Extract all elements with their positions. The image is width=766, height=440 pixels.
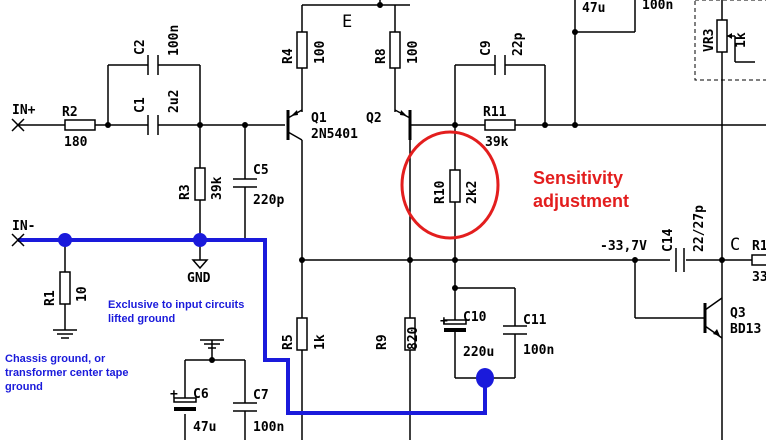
transistor-q3: Q3 BD13: [703, 297, 761, 339]
lifted-ground-note-line2: lifted ground: [108, 313, 175, 325]
resistor-r11: R11 39k: [483, 105, 516, 150]
svg-text:R10: R10: [433, 180, 448, 204]
voltage-label: -33,7V: [600, 239, 647, 254]
svg-text:100n: 100n: [523, 343, 554, 358]
chassis-note-line1: Chassis ground, or: [5, 353, 106, 365]
resistor-right-edge: R1 33: [751, 239, 766, 285]
c6-ground-symbol: [200, 339, 224, 349]
svg-text:Q1: Q1: [311, 111, 327, 126]
sensitivity-label-line2: adjustment: [533, 191, 629, 211]
resistor-r9: R9 820: [375, 317, 421, 351]
svg-text:R8: R8: [374, 48, 389, 64]
sensitivity-label-line1: Sensitivity: [533, 168, 623, 188]
svg-text:22/27p: 22/27p: [692, 205, 707, 252]
resistor-r5: R5 1k: [281, 317, 328, 351]
lifted-ground-trace: [18, 233, 494, 415]
capacitor-c5: C5 220p: [233, 163, 284, 208]
svg-text:39k: 39k: [485, 135, 509, 150]
ground-junction-c10: [476, 368, 494, 388]
svg-text:C9: C9: [479, 40, 494, 56]
svg-text:R1: R1: [43, 290, 58, 306]
capacitor-c7: C7 100n: [233, 388, 284, 435]
resistor-r1: R1 10: [43, 271, 90, 306]
transistor-q1: Q1 2N5401: [286, 109, 358, 142]
svg-text:10: 10: [75, 286, 90, 302]
resistor-r8: R8 100: [374, 31, 421, 69]
svg-text:33: 33: [752, 270, 766, 285]
svg-text:100: 100: [313, 40, 328, 64]
top-partial-parts: 47u 100n: [582, 0, 673, 16]
svg-text:100n: 100n: [253, 420, 284, 435]
svg-text:100n: 100n: [167, 25, 182, 56]
junction-dots: [105, 2, 725, 363]
svg-text:VR3: VR3: [702, 29, 717, 52]
svg-text:100n: 100n: [642, 0, 673, 13]
capacitor-c14: C14 22/27p: [661, 205, 707, 272]
capacitor-c2: C2 100n: [133, 25, 182, 75]
gnd-symbol: GND: [187, 259, 211, 286]
svg-text:Q3: Q3: [730, 306, 746, 321]
svg-text:C14: C14: [661, 228, 676, 252]
lifted-ground-note-line1: Exclusive to input circuits: [108, 299, 244, 311]
resistor-r2: R2 180: [62, 105, 96, 150]
in-minus-label: IN-: [12, 219, 35, 234]
capacitor-c6: + C6 47u: [170, 387, 216, 435]
chassis-note-line3: ground: [5, 381, 43, 393]
svg-text:+: +: [440, 314, 448, 329]
svg-text:2u2: 2u2: [167, 90, 182, 113]
svg-text:100: 100: [406, 40, 421, 64]
svg-text:GND: GND: [187, 271, 211, 286]
node-e-label: E: [342, 12, 352, 32]
chassis-note-line2: transformer center tape: [5, 367, 129, 379]
resistor-r3: R3 39k: [178, 167, 225, 201]
svg-text:R4: R4: [281, 48, 296, 64]
svg-text:220p: 220p: [253, 193, 284, 208]
svg-text:220u: 220u: [463, 345, 494, 360]
node-c-label: C: [730, 235, 740, 255]
svg-text:C2: C2: [133, 39, 148, 55]
resistor-r4: R4 100: [281, 31, 328, 69]
resistor-r10: R10 2k2: [433, 169, 480, 204]
svg-text:R3: R3: [178, 184, 193, 200]
svg-text:47u: 47u: [582, 1, 605, 16]
svg-text:C1: C1: [133, 97, 148, 113]
svg-text:C7: C7: [253, 388, 269, 403]
svg-text:820: 820: [406, 326, 421, 350]
in-plus-terminal: IN+: [11, 103, 36, 132]
svg-text:R11: R11: [483, 105, 507, 120]
in-plus-label: IN+: [12, 103, 36, 118]
svg-text:C11: C11: [523, 313, 547, 328]
svg-text:R5: R5: [281, 334, 296, 350]
svg-text:Q2: Q2: [366, 111, 382, 126]
svg-text:C6: C6: [193, 387, 209, 402]
svg-text:1k: 1k: [734, 32, 749, 48]
transistor-q2: Q2: [366, 109, 412, 140]
svg-text:22p: 22p: [511, 32, 526, 56]
capacitor-c9: C9 22p: [479, 32, 526, 75]
svg-text:+: +: [170, 387, 178, 402]
svg-text:R1: R1: [752, 239, 766, 254]
svg-text:180: 180: [64, 135, 88, 150]
ground-junction-r3: [193, 233, 207, 247]
sensitivity-highlight-circle: [400, 130, 500, 240]
svg-text:C5: C5: [253, 163, 269, 178]
in-minus-terminal: IN-: [11, 219, 35, 247]
capacitor-c11: C11 100n: [503, 313, 554, 358]
capacitor-c1: C1 2u2: [133, 90, 182, 135]
svg-text:R9: R9: [375, 334, 390, 350]
svg-text:BD13: BD13: [730, 322, 761, 337]
ground-junction-in-minus: [58, 233, 72, 247]
svg-text:2k2: 2k2: [465, 181, 480, 204]
svg-text:C10: C10: [463, 310, 487, 325]
trimmer-vr3: VR3 1k: [694, 0, 766, 81]
chassis-ground-symbol: [53, 329, 77, 339]
svg-text:1k: 1k: [313, 334, 328, 350]
svg-text:R2: R2: [62, 105, 78, 120]
svg-text:39k: 39k: [210, 176, 225, 200]
svg-text:2N5401: 2N5401: [311, 127, 358, 142]
svg-text:47u: 47u: [193, 420, 216, 435]
capacitor-c10: + C10 220u: [440, 310, 494, 360]
